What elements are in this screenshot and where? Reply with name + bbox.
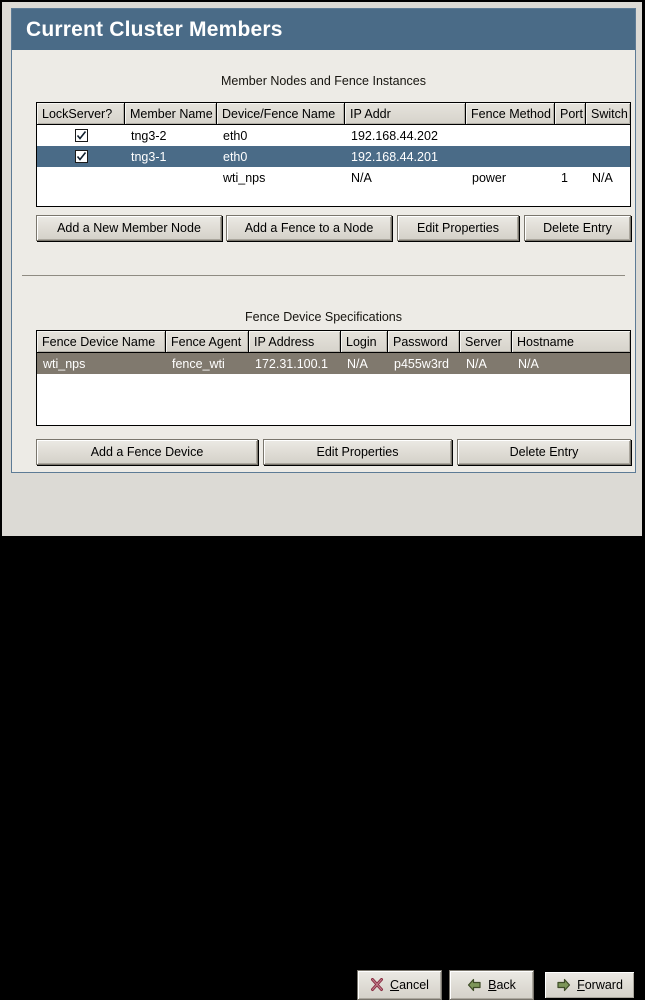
- table-cell: N/A: [466, 356, 487, 371]
- column-header[interactable]: Device/Fence Name: [217, 103, 345, 124]
- column-header[interactable]: Hostname: [512, 331, 630, 352]
- button-label: Add a Fence to a Node: [244, 221, 374, 235]
- column-header[interactable]: Port: [555, 103, 586, 124]
- cancel-label-rest: ancel: [399, 978, 429, 992]
- column-header[interactable]: Switch: [586, 103, 630, 124]
- forward-label-rest: orward: [584, 978, 623, 992]
- column-header[interactable]: LockServer?: [37, 103, 125, 124]
- table-cell: eth0: [223, 149, 248, 164]
- column-header[interactable]: Fence Agent: [166, 331, 249, 352]
- fence-table-body[interactable]: wti_nps fence_wti 172.31.100.1 N/A p455w3rd N…: [37, 353, 630, 374]
- lockserver-checkbox-cell: [37, 167, 125, 188]
- column-header[interactable]: IP Address: [249, 331, 341, 352]
- lockserver-checkbox-cell: [37, 125, 125, 146]
- table-cell: tng3-1: [131, 149, 167, 164]
- cancel-mnemonic: C: [390, 978, 400, 992]
- back-mnemonic: B: [488, 978, 497, 992]
- table-cell: [125, 167, 217, 188]
- table-cell: fence_wti: [172, 356, 225, 371]
- fence-section-caption: Fence Device Specifications: [244, 310, 403, 324]
- button-label: Delete Entry: [543, 221, 612, 235]
- button-label: Edit Properties: [417, 221, 499, 235]
- members-table-body[interactable]: tng3-2 eth0 192.168.44.202 tng3-1 eth0 192.16…: [37, 125, 630, 188]
- members-edit-properties-button[interactable]: Edit Properties: [397, 215, 519, 241]
- column-header[interactable]: Fence Method: [466, 103, 555, 124]
- add-fence-device-button[interactable]: Add a Fence Device: [36, 439, 258, 465]
- table-cell: [466, 125, 555, 146]
- table-cell: 192.168.44.201: [351, 149, 438, 164]
- lockserver-checkbox-cell: [37, 146, 125, 167]
- table-cell: tng3-2: [131, 128, 167, 143]
- button-label: Add a New Member Node: [57, 221, 201, 235]
- table-cell: [555, 146, 586, 167]
- add-fence-to-node-button[interactable]: Add a Fence to a Node: [226, 215, 392, 241]
- table-row[interactable]: wti_nps N/A power 1 N/A: [37, 167, 630, 188]
- page-title: Current Cluster Members: [26, 17, 283, 41]
- cancel-x-icon: [370, 978, 384, 992]
- back-label-rest: ack: [496, 978, 516, 992]
- button-label: Edit Properties: [316, 445, 399, 459]
- table-cell: eth0: [223, 128, 248, 143]
- table-cell: N/A: [518, 356, 539, 371]
- table-row[interactable]: tng3-1 eth0 192.168.44.201: [37, 146, 630, 167]
- table-cell: N/A: [347, 356, 368, 371]
- members-section-caption: Member Nodes and Fence Instances: [221, 74, 426, 88]
- table-cell: [586, 125, 630, 146]
- table-cell: 192.168.44.202: [351, 128, 438, 143]
- members-delete-entry-button[interactable]: Delete Entry: [524, 215, 631, 241]
- content-panel: Current Cluster Members Member Nodes and…: [11, 8, 636, 473]
- table-cell: wti_nps: [223, 170, 266, 185]
- checkbox-checked-icon[interactable]: [74, 150, 88, 163]
- arrow-right-icon: [556, 978, 571, 992]
- arrow-left-icon: [467, 978, 482, 992]
- table-row[interactable]: tng3-2 eth0 192.168.44.202: [37, 125, 630, 146]
- forward-mnemonic: F: [577, 978, 585, 992]
- column-header[interactable]: Password: [388, 331, 460, 352]
- button-label: Add a Fence Device: [90, 445, 204, 459]
- button-label: Delete Entry: [509, 445, 579, 459]
- table-cell: [555, 125, 586, 146]
- table-cell: 1: [561, 170, 568, 185]
- table-cell: [586, 146, 630, 167]
- section-divider: [22, 275, 625, 276]
- table-row[interactable]: wti_nps fence_wti 172.31.100.1 N/A p455w3rd N…: [37, 353, 630, 374]
- add-new-member-node-button[interactable]: Add a New Member Node: [36, 215, 222, 241]
- checkbox-checked-icon[interactable]: [74, 129, 88, 142]
- column-header[interactable]: Server: [460, 331, 512, 352]
- table-cell: N/A: [351, 170, 372, 185]
- table-cell: N/A: [592, 170, 613, 185]
- table-cell: 172.31.100.1: [255, 356, 328, 371]
- table-cell: [466, 146, 555, 167]
- table-cell: p455w3rd: [394, 356, 449, 371]
- column-header[interactable]: Member Name: [125, 103, 217, 124]
- table-cell: wti_nps: [43, 356, 86, 371]
- title-bar: Current Cluster Members: [12, 9, 635, 50]
- column-header[interactable]: Fence Device Name: [37, 331, 166, 352]
- fence-delete-entry-button[interactable]: Delete Entry: [457, 439, 631, 465]
- fence-edit-properties-button[interactable]: Edit Properties: [263, 439, 452, 465]
- table-cell: power: [472, 170, 507, 185]
- column-header[interactable]: Login: [341, 331, 388, 352]
- column-header[interactable]: IP Addr: [345, 103, 466, 124]
